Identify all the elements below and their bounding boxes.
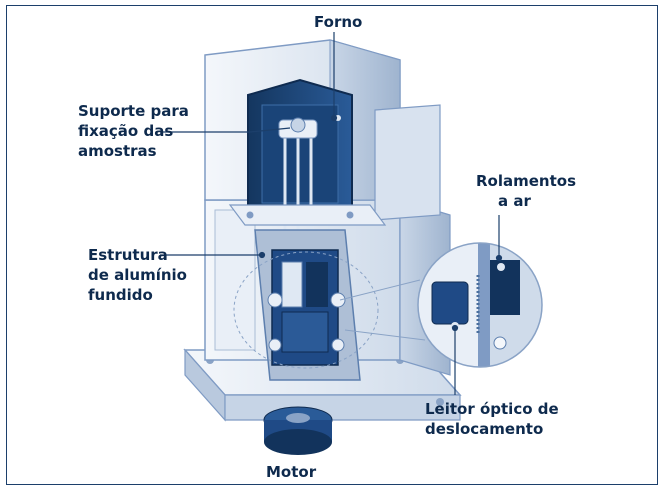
label-suporte-line-1: Suporte para: [78, 102, 189, 120]
mid-flange: [228, 204, 387, 226]
label-leitor: Leitor óptico de deslocamento: [425, 399, 559, 439]
label-rolamentos: Rolamentos a ar: [476, 171, 576, 211]
label-leitor-line-1: Leitor óptico de: [425, 400, 559, 418]
leader-lines: [160, 32, 503, 395]
label-suporte-line-2: fixação das: [78, 122, 174, 140]
aluminum-structure: [233, 229, 379, 381]
label-suporte: Suporte para fixação das amostras: [78, 101, 189, 161]
label-estrutura-line-3: fundido: [88, 286, 153, 304]
label-motor: Motor: [266, 463, 317, 481]
furnace-block: [204, 39, 441, 240]
label-suporte-line-3: amostras: [78, 142, 157, 160]
zoom-detail: [339, 242, 543, 368]
label-rolamentos-line-1: Rolamentos: [476, 172, 577, 190]
label-leitor-line-2: deslocamento: [425, 420, 544, 438]
label-estrutura: Estrutura de alumínio fundido: [88, 245, 187, 305]
leader-suporte: [160, 127, 291, 133]
label-rolamentos-line-2: a ar: [498, 192, 531, 210]
label-estrutura-line-2: de alumínio: [88, 266, 187, 284]
motor: [263, 406, 333, 455]
label-forno: Forno: [314, 13, 363, 31]
label-estrutura-line-1: Estrutura: [88, 246, 168, 264]
